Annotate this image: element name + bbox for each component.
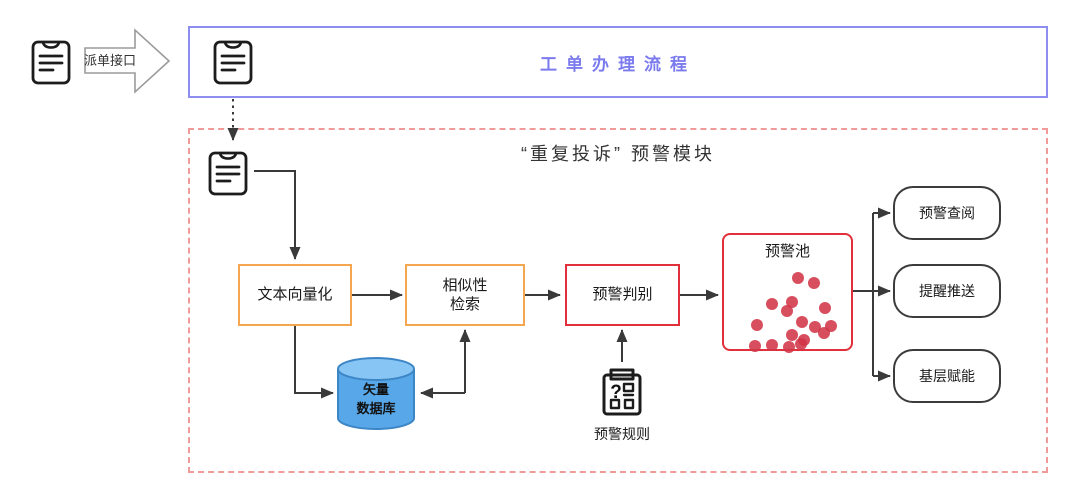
warning-module-title: “重复投诉” 预警模块 [521, 144, 715, 164]
alert-dot [781, 305, 793, 317]
process-flow-title: 工单办理流程 [540, 54, 696, 74]
pool-dots [724, 235, 851, 353]
vector-db-label-line2: 数据库 [356, 400, 396, 416]
output-pill-review: 预警查阅 [893, 186, 1001, 240]
vector-db-label: 矢量 数据库 [335, 381, 417, 419]
alert-dot [786, 329, 798, 341]
output-pill-empower: 基层赋能 [893, 349, 1001, 403]
process-flow-box: 工单办理流程 [188, 26, 1048, 98]
work-order-icon-module [208, 151, 248, 196]
alert-dot [819, 302, 831, 314]
pool-box: 预警池 [722, 233, 853, 353]
step-box-judge: 预警判别 [565, 264, 680, 326]
warning-module-box [188, 128, 1048, 473]
step-label-similarity-line2: 检索 [449, 296, 480, 313]
dispatch-arrow: 派单接口 [84, 28, 171, 94]
alert-dot [751, 319, 763, 331]
connector-ticket-to-vectorize [254, 170, 301, 260]
alert-dot [795, 338, 807, 350]
alert-dot [783, 341, 795, 353]
alert-dot [796, 316, 808, 328]
vector-db-cylinder-icon [337, 357, 415, 430]
output-label-review: 预警查阅 [919, 205, 975, 221]
work-order-icon-source [31, 40, 71, 85]
output-pill-push: 提醒推送 [893, 264, 1001, 318]
alert-dot [749, 340, 761, 352]
alert-dot [808, 277, 820, 289]
vector-db-label-line1: 矢量 [362, 382, 389, 397]
step-label-vectorize: 文本向量化 [257, 286, 333, 304]
rules-icon-question-glyph: ? [610, 382, 622, 403]
output-label-push: 提醒推送 [919, 283, 975, 299]
step-box-similarity: 相似性 检索 [405, 264, 525, 326]
step-label-judge: 预警判别 [592, 286, 653, 304]
output-label-empower: 基层赋能 [919, 368, 975, 384]
work-order-icon-process [213, 40, 253, 85]
rules-label: 预警规则 [594, 426, 650, 442]
alert-dot [766, 298, 778, 310]
rules-icon: ? [602, 368, 642, 416]
step-label-similarity-line1: 相似性 [442, 276, 488, 294]
alert-dot [792, 272, 804, 284]
dispatch-arrow-label: 派单接口 [84, 53, 136, 68]
alert-dot [766, 339, 778, 351]
alert-dot [818, 327, 830, 339]
pool-title: 预警池 [764, 243, 810, 260]
step-box-vectorize: 文本向量化 [238, 264, 352, 326]
connector-vectorize-to-db [294, 326, 334, 399]
